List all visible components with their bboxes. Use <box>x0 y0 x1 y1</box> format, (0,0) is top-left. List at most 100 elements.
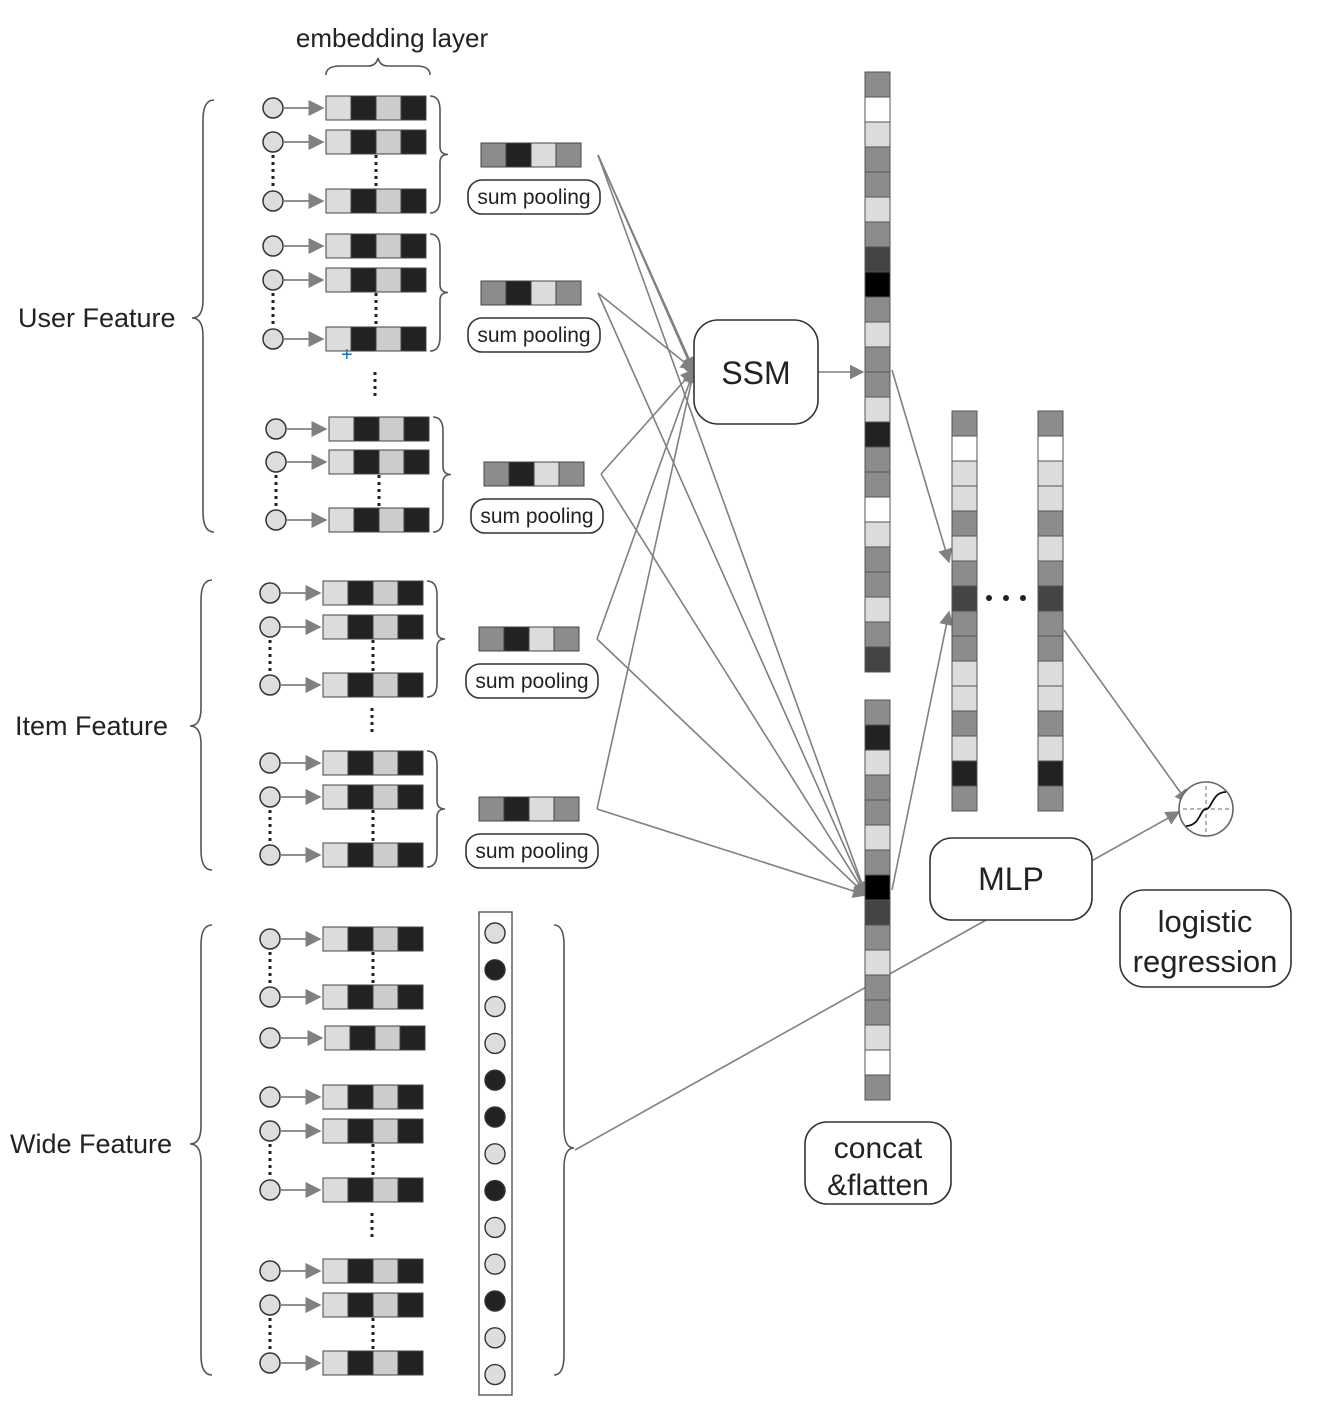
item-group-1-row-2-embedding-cell <box>372 614 399 640</box>
wide-single-row-embedding-cell <box>349 1025 376 1051</box>
pool-1-to-concat-arrow <box>597 154 869 897</box>
mlp-hidden-column-1-cell <box>951 635 978 662</box>
concat-column-cell <box>864 874 891 901</box>
mlp-hidden-column-2-cell <box>1037 635 1064 662</box>
user-group-1-row-1-embedding-cell <box>350 95 377 121</box>
mlp-ellipsis-dot-2 <box>1003 595 1009 601</box>
wide-group-2-row-2-embedding-cell <box>347 1118 374 1144</box>
user-group-1-row-2-embedding-cell <box>375 129 402 155</box>
mlp-hidden-column-2-cell <box>1037 410 1064 437</box>
wide-vector-node <box>484 1216 506 1239</box>
wide-single-row-embedding-cell <box>374 1025 401 1051</box>
wide-group-3-row-2-embedding-cell <box>322 1292 349 1318</box>
user-group-1-row-3-embedding-cell <box>375 188 402 214</box>
mlp-hidden-column-1-cell <box>951 510 978 537</box>
wide-group-1-row-2-embedding-cell <box>397 984 424 1010</box>
item-group-2-row-1-embedding-cell <box>347 750 374 776</box>
pooled-vector-3-cell <box>533 461 560 487</box>
item-group-1-row-3-embedding-cell <box>397 672 424 698</box>
item-feature-label: Item Feature <box>15 711 168 741</box>
user-group-1-row-2-embedding-cell <box>350 129 377 155</box>
mlp-hidden-column-1-cell <box>951 435 978 462</box>
wide-group-3-row-3-embedding-cell <box>397 1350 424 1376</box>
wide-group-2-row-3-embedding-cell <box>397 1177 424 1203</box>
ssm-column-to-mlp-arrow <box>891 369 953 564</box>
user-group-2-row-1-embedding-cell <box>325 233 352 259</box>
user-group-1-row-2-embedding-cell <box>325 129 352 155</box>
user-group-3-row-1-embedding-cell <box>328 416 355 442</box>
wide-group-3-row-1-embedding-cell <box>347 1258 374 1284</box>
pooled-vector-3-cell <box>558 461 585 487</box>
user-group-2-row-2-embedding-cell <box>400 267 427 293</box>
wide-group-1-row-2-embedding-cell <box>322 984 349 1010</box>
item-group-1-row-2-embedding-cell <box>397 614 424 640</box>
user-group-1-row-2-embedding-cell <box>400 129 427 155</box>
user-group-1-row-1-embedding-cell <box>325 95 352 121</box>
pooled-vector-4-cell <box>553 626 580 652</box>
pooled-vector-5-cell <box>478 796 505 822</box>
item-feature-brace <box>189 579 213 871</box>
concat-flatten-box <box>804 1121 952 1205</box>
user-group-2-row-3-embedding-cell <box>375 326 402 352</box>
wide-group-3-row-3-embedding-cell <box>322 1350 349 1376</box>
wide-group-2-row-1-embedding-cell <box>397 1084 424 1110</box>
sigmoid-icon <box>1178 781 1234 837</box>
wide-vector-node <box>484 1106 506 1128</box>
user-group-2-row-1-embedding-cell <box>375 233 402 259</box>
item-group-1-row-1-embedding-cell <box>372 580 399 606</box>
wide-vector-node <box>484 959 506 981</box>
wide-group-3-row-2-input-node <box>259 1294 281 1316</box>
item-group-1-row-1-input-node <box>259 582 281 604</box>
wide-group-2-row-2-embedding-cell <box>322 1118 349 1144</box>
wide-vector-brace <box>553 924 575 1376</box>
pooled-vector-4-cell <box>503 626 530 652</box>
pool-2-to-concat-arrow <box>597 292 868 897</box>
ssm-output-column-cell <box>864 446 891 473</box>
pooled-vector-4-cell <box>528 626 555 652</box>
sum-pooling-box-5 <box>465 833 599 869</box>
pooled-vector-2-cell <box>505 280 532 306</box>
pooled-vector-4-cell <box>478 626 505 652</box>
pooled-vector-2-cell <box>555 280 582 306</box>
user-group-3-row-1-embedding-cell <box>353 416 380 442</box>
ssm-output-column-cell <box>864 221 891 248</box>
item-group-2-row-3-embedding-cell <box>347 842 374 868</box>
logistic-regression-box <box>1119 889 1292 988</box>
wide-group-1-row-1-embedding-cell <box>397 926 424 952</box>
wide-feature-brace <box>189 924 213 1376</box>
wide-vector-node <box>484 1363 506 1386</box>
ssm-output-column-cell <box>864 646 891 673</box>
user-group-2-row-3-embedding-cell <box>400 326 427 352</box>
user-group-3-row-2-embedding-cell <box>353 449 380 475</box>
pooled-vector-2-cell <box>480 280 507 306</box>
item-group-2-bracket <box>426 750 446 868</box>
mlp-hidden-column-1-cell <box>951 660 978 687</box>
item-group-2-row-2-embedding-cell <box>397 784 424 810</box>
ssm-output-column-cell <box>864 496 891 523</box>
ssm-output-column-cell <box>864 471 891 498</box>
user-group-3-row-2-embedding-cell <box>403 449 430 475</box>
pooled-vector-5-cell <box>528 796 555 822</box>
item-group-1-row-2-input-node <box>259 616 281 638</box>
item-group-2-row-2-embedding-cell <box>347 784 374 810</box>
ssm-output-column-cell <box>864 421 891 448</box>
pool-5-to-concat-arrow <box>596 808 868 898</box>
user-group-2-row-1-embedding-cell <box>400 233 427 259</box>
pooled-vector-5-cell <box>553 796 580 822</box>
mlp-hidden-column-2-cell <box>1037 485 1064 512</box>
pool-5-to-ssm-arrow <box>596 368 699 810</box>
ssm-output-column-cell <box>864 196 891 223</box>
user-group-2-row-3-embedding-cell <box>325 326 352 352</box>
concat-label-line1: concat <box>834 1132 923 1165</box>
pooled-vector-3-cell <box>483 461 510 487</box>
mlp-hidden-column-2-cell <box>1037 535 1064 562</box>
item-group-1-row-1-embedding-cell <box>397 580 424 606</box>
sum-pooling-box-2 <box>467 317 601 353</box>
wide-vector-node <box>484 1179 506 1202</box>
wide-group-1-row-2-embedding-cell <box>372 984 399 1010</box>
item-group-1-row-2-embedding-cell <box>347 614 374 640</box>
item-group-2-row-3-input-node <box>259 844 281 866</box>
sum-pooling-label-2: sum pooling <box>477 324 590 347</box>
user-group-1-row-3-embedding-cell <box>325 188 352 214</box>
sum-pooling-label-4: sum pooling <box>475 670 588 693</box>
